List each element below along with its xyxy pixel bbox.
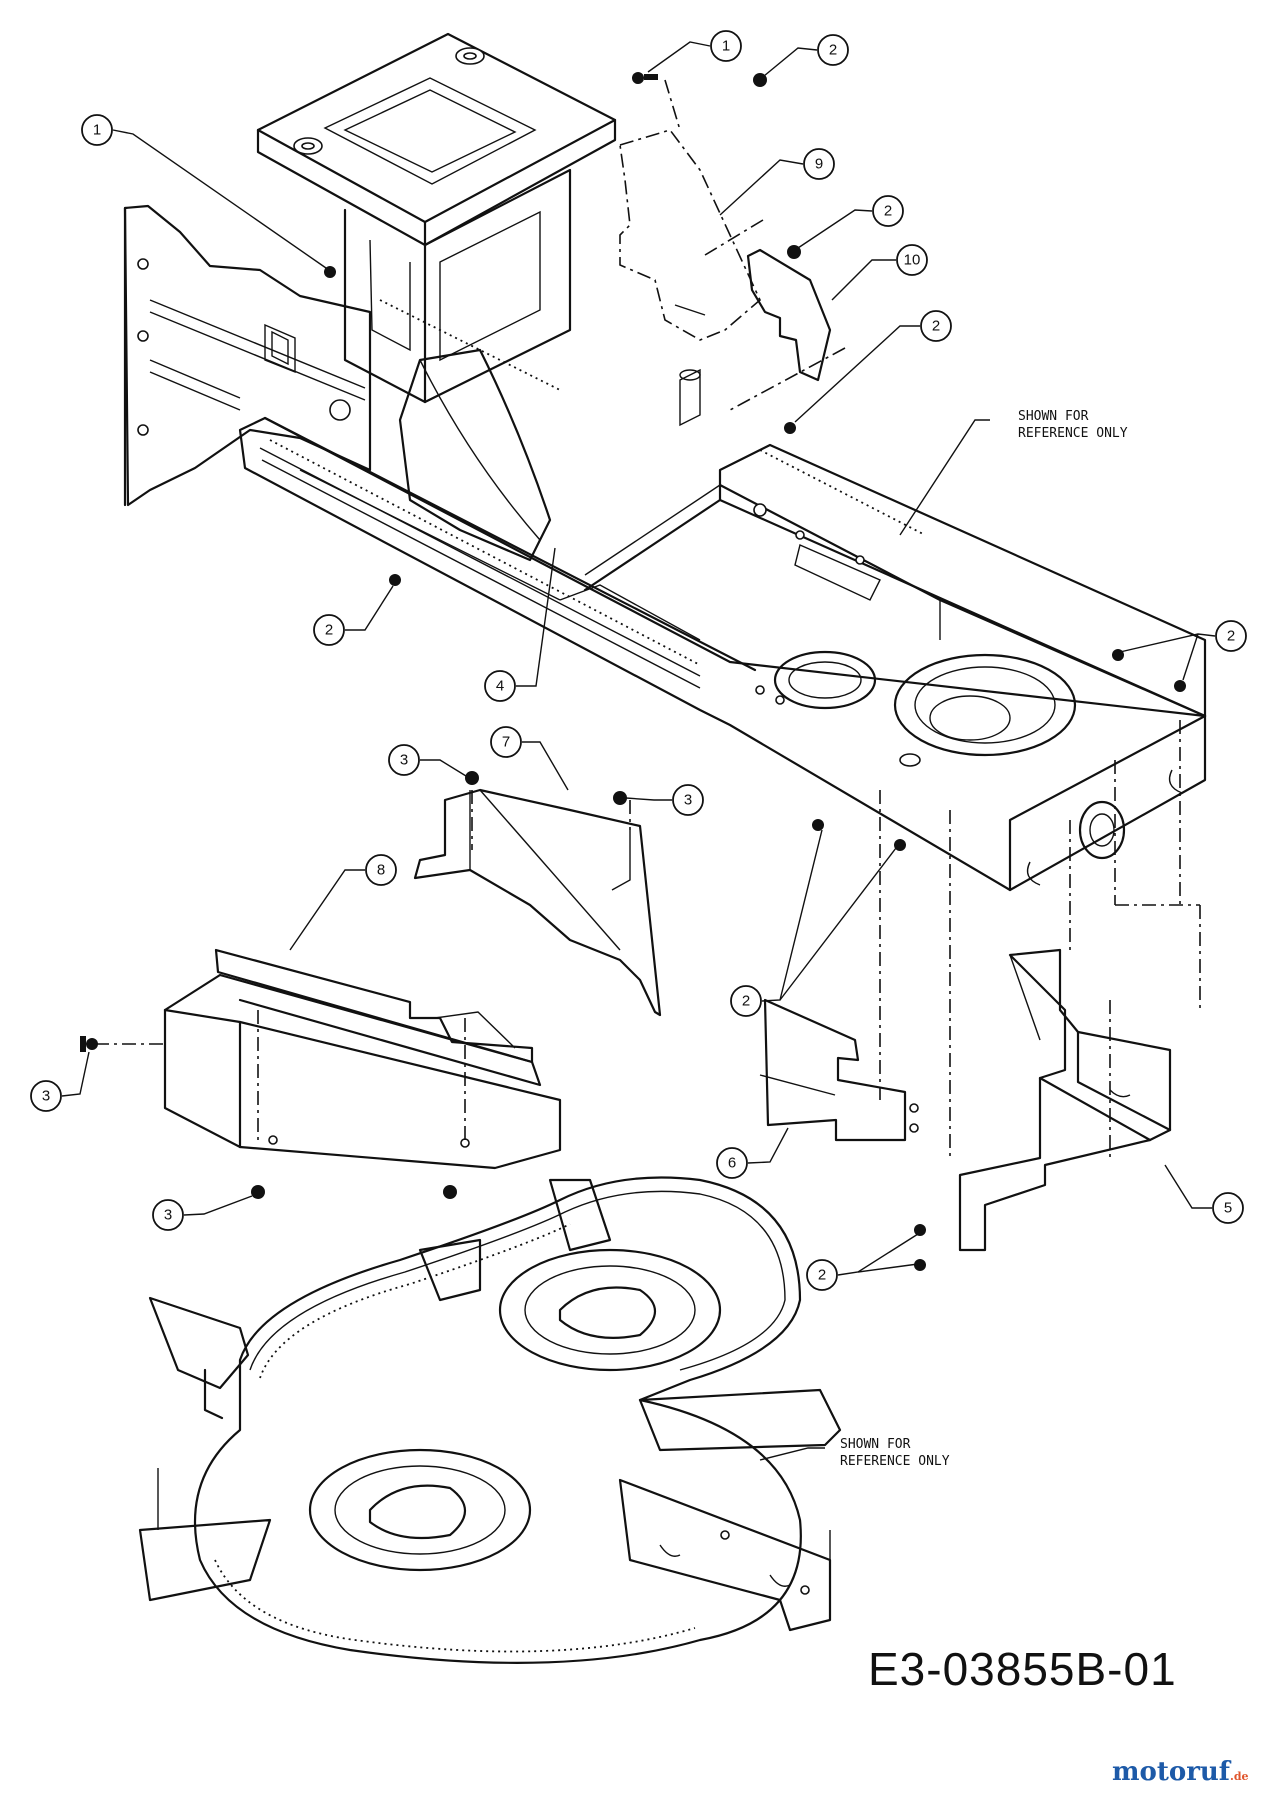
svg-text:2: 2 (325, 622, 333, 639)
svg-text:8: 8 (377, 862, 385, 879)
callout-5: 5 (1212, 1192, 1244, 1224)
part-8-cover (163, 948, 562, 1170)
svg-text:3: 3 (42, 1088, 50, 1105)
bolt-icon (632, 72, 658, 84)
svg-text:2: 2 (1227, 628, 1235, 645)
svg-text:2: 2 (932, 318, 940, 335)
mower-deck (138, 1176, 842, 1664)
svg-text:REFERENCE ONLY: REFERENCE ONLY (1018, 426, 1128, 441)
svg-text:1: 1 (722, 38, 730, 55)
part-6-plate (759, 998, 919, 1142)
callout-3: 3 (672, 784, 704, 816)
reference-note-frame: SHOWN FOR REFERENCE ONLY (1018, 409, 1128, 441)
part-7-shield (413, 788, 662, 1017)
callout-2: 2 (1215, 620, 1247, 652)
watermark-tld: .de (1230, 1770, 1249, 1783)
svg-text:3: 3 (400, 752, 408, 769)
callouts: 1 2 1 9 2 10 2 2 2 4 2 7 3 3 8 3 3 2 6 5 (30, 30, 1247, 1291)
watermark-logo: motoruf.de (1112, 1757, 1249, 1787)
nut-icon (443, 1185, 457, 1199)
fasteners (80, 72, 1186, 1271)
svg-text:10: 10 (904, 252, 921, 269)
callout-leaders (61, 41, 1216, 1461)
callout-2: 2 (920, 310, 952, 342)
callout-1: 1 (81, 114, 113, 146)
callout-4: 4 (484, 670, 516, 702)
callout-7: 7 (490, 726, 522, 758)
svg-text:2: 2 (818, 1267, 826, 1284)
nut-icon (914, 1224, 926, 1236)
nut-icon (787, 245, 801, 259)
svg-text:7: 7 (502, 734, 510, 751)
nut-icon (324, 266, 336, 278)
callout-9: 9 (803, 148, 835, 180)
svg-text:SHOWN FOR: SHOWN FOR (1018, 409, 1089, 424)
svg-text:5: 5 (1224, 1200, 1232, 1217)
callout-6: 6 (716, 1147, 748, 1179)
reference-note-deck: SHOWN FOR REFERENCE ONLY (840, 1437, 950, 1469)
nut-icon (613, 791, 627, 805)
nut-icon (784, 422, 796, 434)
svg-text:2: 2 (742, 993, 750, 1010)
part-4-floor-panel (398, 348, 552, 562)
svg-text:1: 1 (93, 122, 101, 139)
callout-8: 8 (365, 854, 397, 886)
callout-1: 1 (710, 30, 742, 62)
svg-text:9: 9 (815, 156, 823, 173)
svg-text:2: 2 (829, 42, 837, 59)
part-9-panel (619, 129, 761, 341)
svg-text:4: 4 (496, 678, 504, 695)
svg-text:SHOWN FOR: SHOWN FOR (840, 1437, 911, 1452)
nut-icon (1174, 680, 1186, 692)
callout-3: 3 (30, 1080, 62, 1112)
nut-icon (753, 73, 767, 87)
nut-icon (812, 819, 824, 831)
screw-icon (80, 1036, 98, 1052)
callout-2: 2 (806, 1259, 838, 1291)
nut-icon (894, 839, 906, 851)
nut-icon (465, 771, 479, 785)
svg-text:2: 2 (884, 203, 892, 220)
drawing-number: E3-03855B-01 (868, 1643, 1177, 1695)
callout-10: 10 (896, 244, 928, 276)
assembly-lines (95, 79, 1201, 1160)
nut-icon (914, 1259, 926, 1271)
callout-2: 2 (872, 195, 904, 227)
callout-3: 3 (152, 1199, 184, 1231)
callout-3: 3 (388, 744, 420, 776)
svg-text:3: 3 (164, 1207, 172, 1224)
watermark-brand: motoruf (1112, 1757, 1230, 1787)
part-5-bracket (958, 948, 1172, 1252)
part-10-panel (746, 248, 832, 382)
callout-2: 2 (730, 985, 762, 1017)
svg-text:REFERENCE ONLY: REFERENCE ONLY (840, 1454, 950, 1469)
tractor-frame (123, 32, 1207, 892)
nut-icon (251, 1185, 265, 1199)
callout-2: 2 (817, 34, 849, 66)
callout-2: 2 (313, 614, 345, 646)
nut-icon (389, 574, 401, 586)
svg-text:6: 6 (728, 1155, 736, 1172)
svg-text:3: 3 (684, 792, 692, 809)
